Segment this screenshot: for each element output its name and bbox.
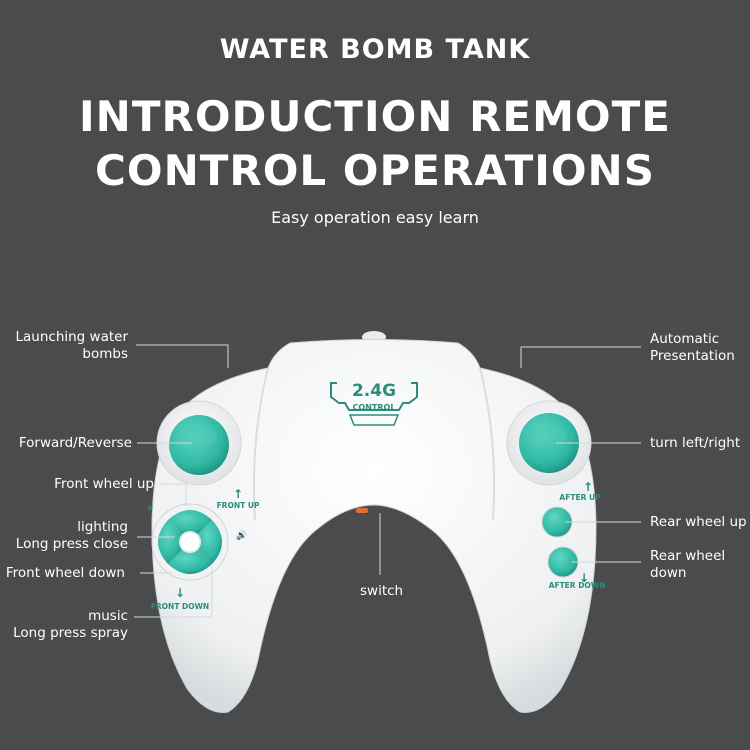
label-switch: switch	[360, 583, 404, 599]
after-up-arrow: ↑	[583, 480, 593, 494]
label-automatic-presentation: Automatic Presentation	[650, 331, 735, 364]
top-title: WATER BOMB TANK	[219, 34, 531, 65]
power-switch	[356, 508, 368, 513]
subtitle: Easy operation easy learn	[271, 208, 479, 227]
label-front-wheel-down: Front wheel down	[5, 565, 125, 581]
dpad-center	[179, 531, 201, 553]
label-turn-left-right: turn left/right	[650, 435, 741, 451]
right-ridge	[479, 367, 496, 521]
label-front-wheel-up: Front wheel up	[54, 476, 154, 492]
dpad-down-button	[168, 550, 212, 574]
front-down-arrow: ↓	[175, 586, 185, 600]
label-lighting: lighting Long press close	[15, 519, 128, 552]
dpad-right-button	[198, 520, 222, 564]
badge-tab	[348, 414, 400, 426]
label-rear-wheel-up: Rear wheel up	[650, 514, 747, 530]
badge-text: CONTROL	[353, 403, 396, 412]
after-down-text: AFTER DOWN	[549, 581, 606, 590]
front-up-text: FRONT UP	[217, 501, 260, 510]
sound-icon: 🔊	[236, 529, 247, 541]
front-down-text: FRONT DOWN	[151, 602, 209, 611]
after-down-arrow: ↓	[579, 571, 589, 585]
label-forward-reverse: Forward/Reverse	[18, 435, 132, 451]
label-launching-water-bombs: Launching water bombs	[15, 329, 128, 362]
headline-line2: CONTROL OPERATIONS	[95, 146, 655, 195]
left-ridge	[252, 367, 269, 521]
after-up-text: AFTER UP	[559, 493, 601, 502]
badge-frame	[330, 382, 418, 411]
light-icon: ☀	[145, 502, 155, 515]
headline: INTRODUCTION REMOTE CONTROL OPERATIONS	[0, 90, 750, 198]
dpad-left-button	[158, 520, 182, 564]
front-up-arrow: ↑	[233, 487, 243, 501]
label-rear-wheel-down: Rear wheel down	[650, 548, 726, 581]
label-music: music Long press spray	[13, 608, 128, 641]
badge-freq: 2.4G	[352, 381, 396, 401]
leader-lines	[134, 344, 641, 618]
dpad-up-button	[168, 510, 212, 534]
headline-line1: INTRODUCTION REMOTE	[79, 92, 671, 141]
